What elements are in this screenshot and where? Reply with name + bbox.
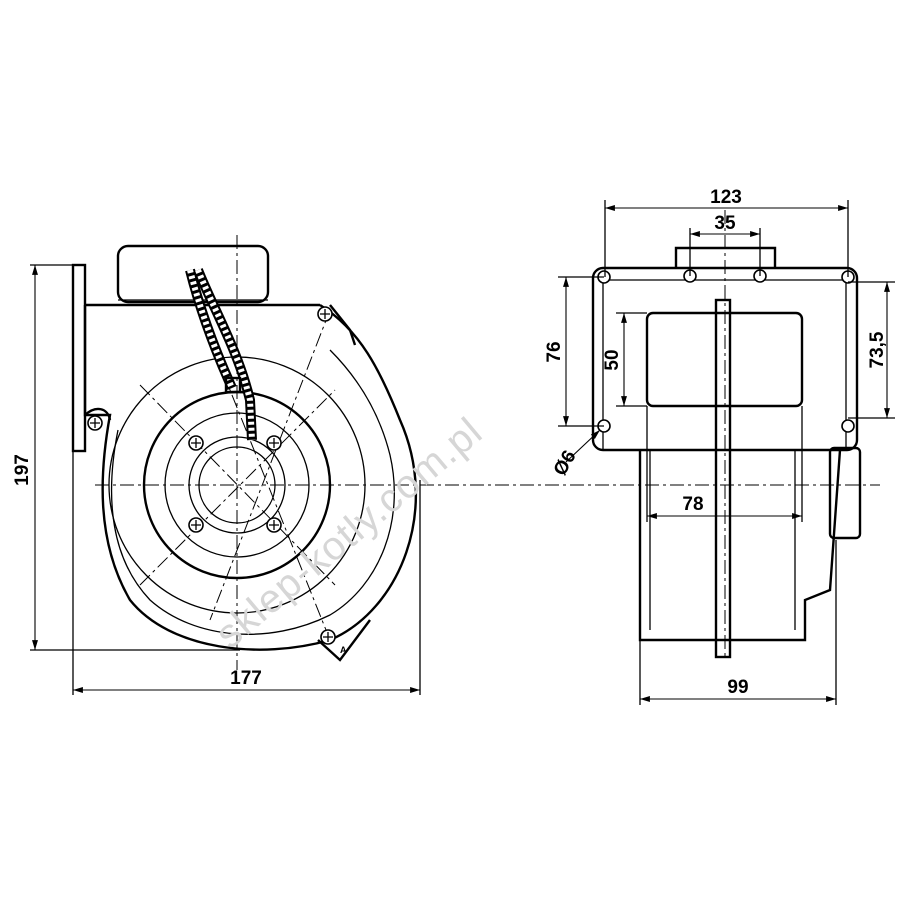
motor-screw	[188, 435, 204, 451]
motor-screw	[188, 517, 204, 533]
dim-outlet-width: 78	[682, 494, 703, 515]
housing-screw	[87, 415, 103, 431]
dim-depth: 99	[727, 677, 748, 698]
dim-width-front: 177	[230, 668, 262, 689]
watermark: sklep-kotly.com.pl	[208, 409, 491, 657]
side-view: 123 35 76 50 73,5 Ø6 78 99	[544, 187, 895, 705]
dim-outlet-inner: 35	[714, 213, 736, 234]
note-mark: A	[340, 645, 347, 655]
dim-flange-side-height: 73,5	[867, 331, 888, 368]
mounting-flange	[71, 263, 87, 453]
dim-flange-outer: 123	[710, 187, 742, 208]
terminal-box	[116, 244, 270, 304]
dim-outlet-height: 50	[602, 349, 623, 370]
housing-screw	[320, 629, 336, 645]
mount-hole	[841, 419, 855, 433]
motor-screw	[266, 517, 282, 533]
motor-screw	[266, 435, 282, 451]
housing-screw	[317, 306, 333, 322]
dim-height-flange: 76	[544, 341, 565, 362]
front-view: A 197 177	[12, 235, 880, 695]
motor-body	[638, 449, 842, 642]
dim-height-front: 197	[12, 454, 33, 486]
